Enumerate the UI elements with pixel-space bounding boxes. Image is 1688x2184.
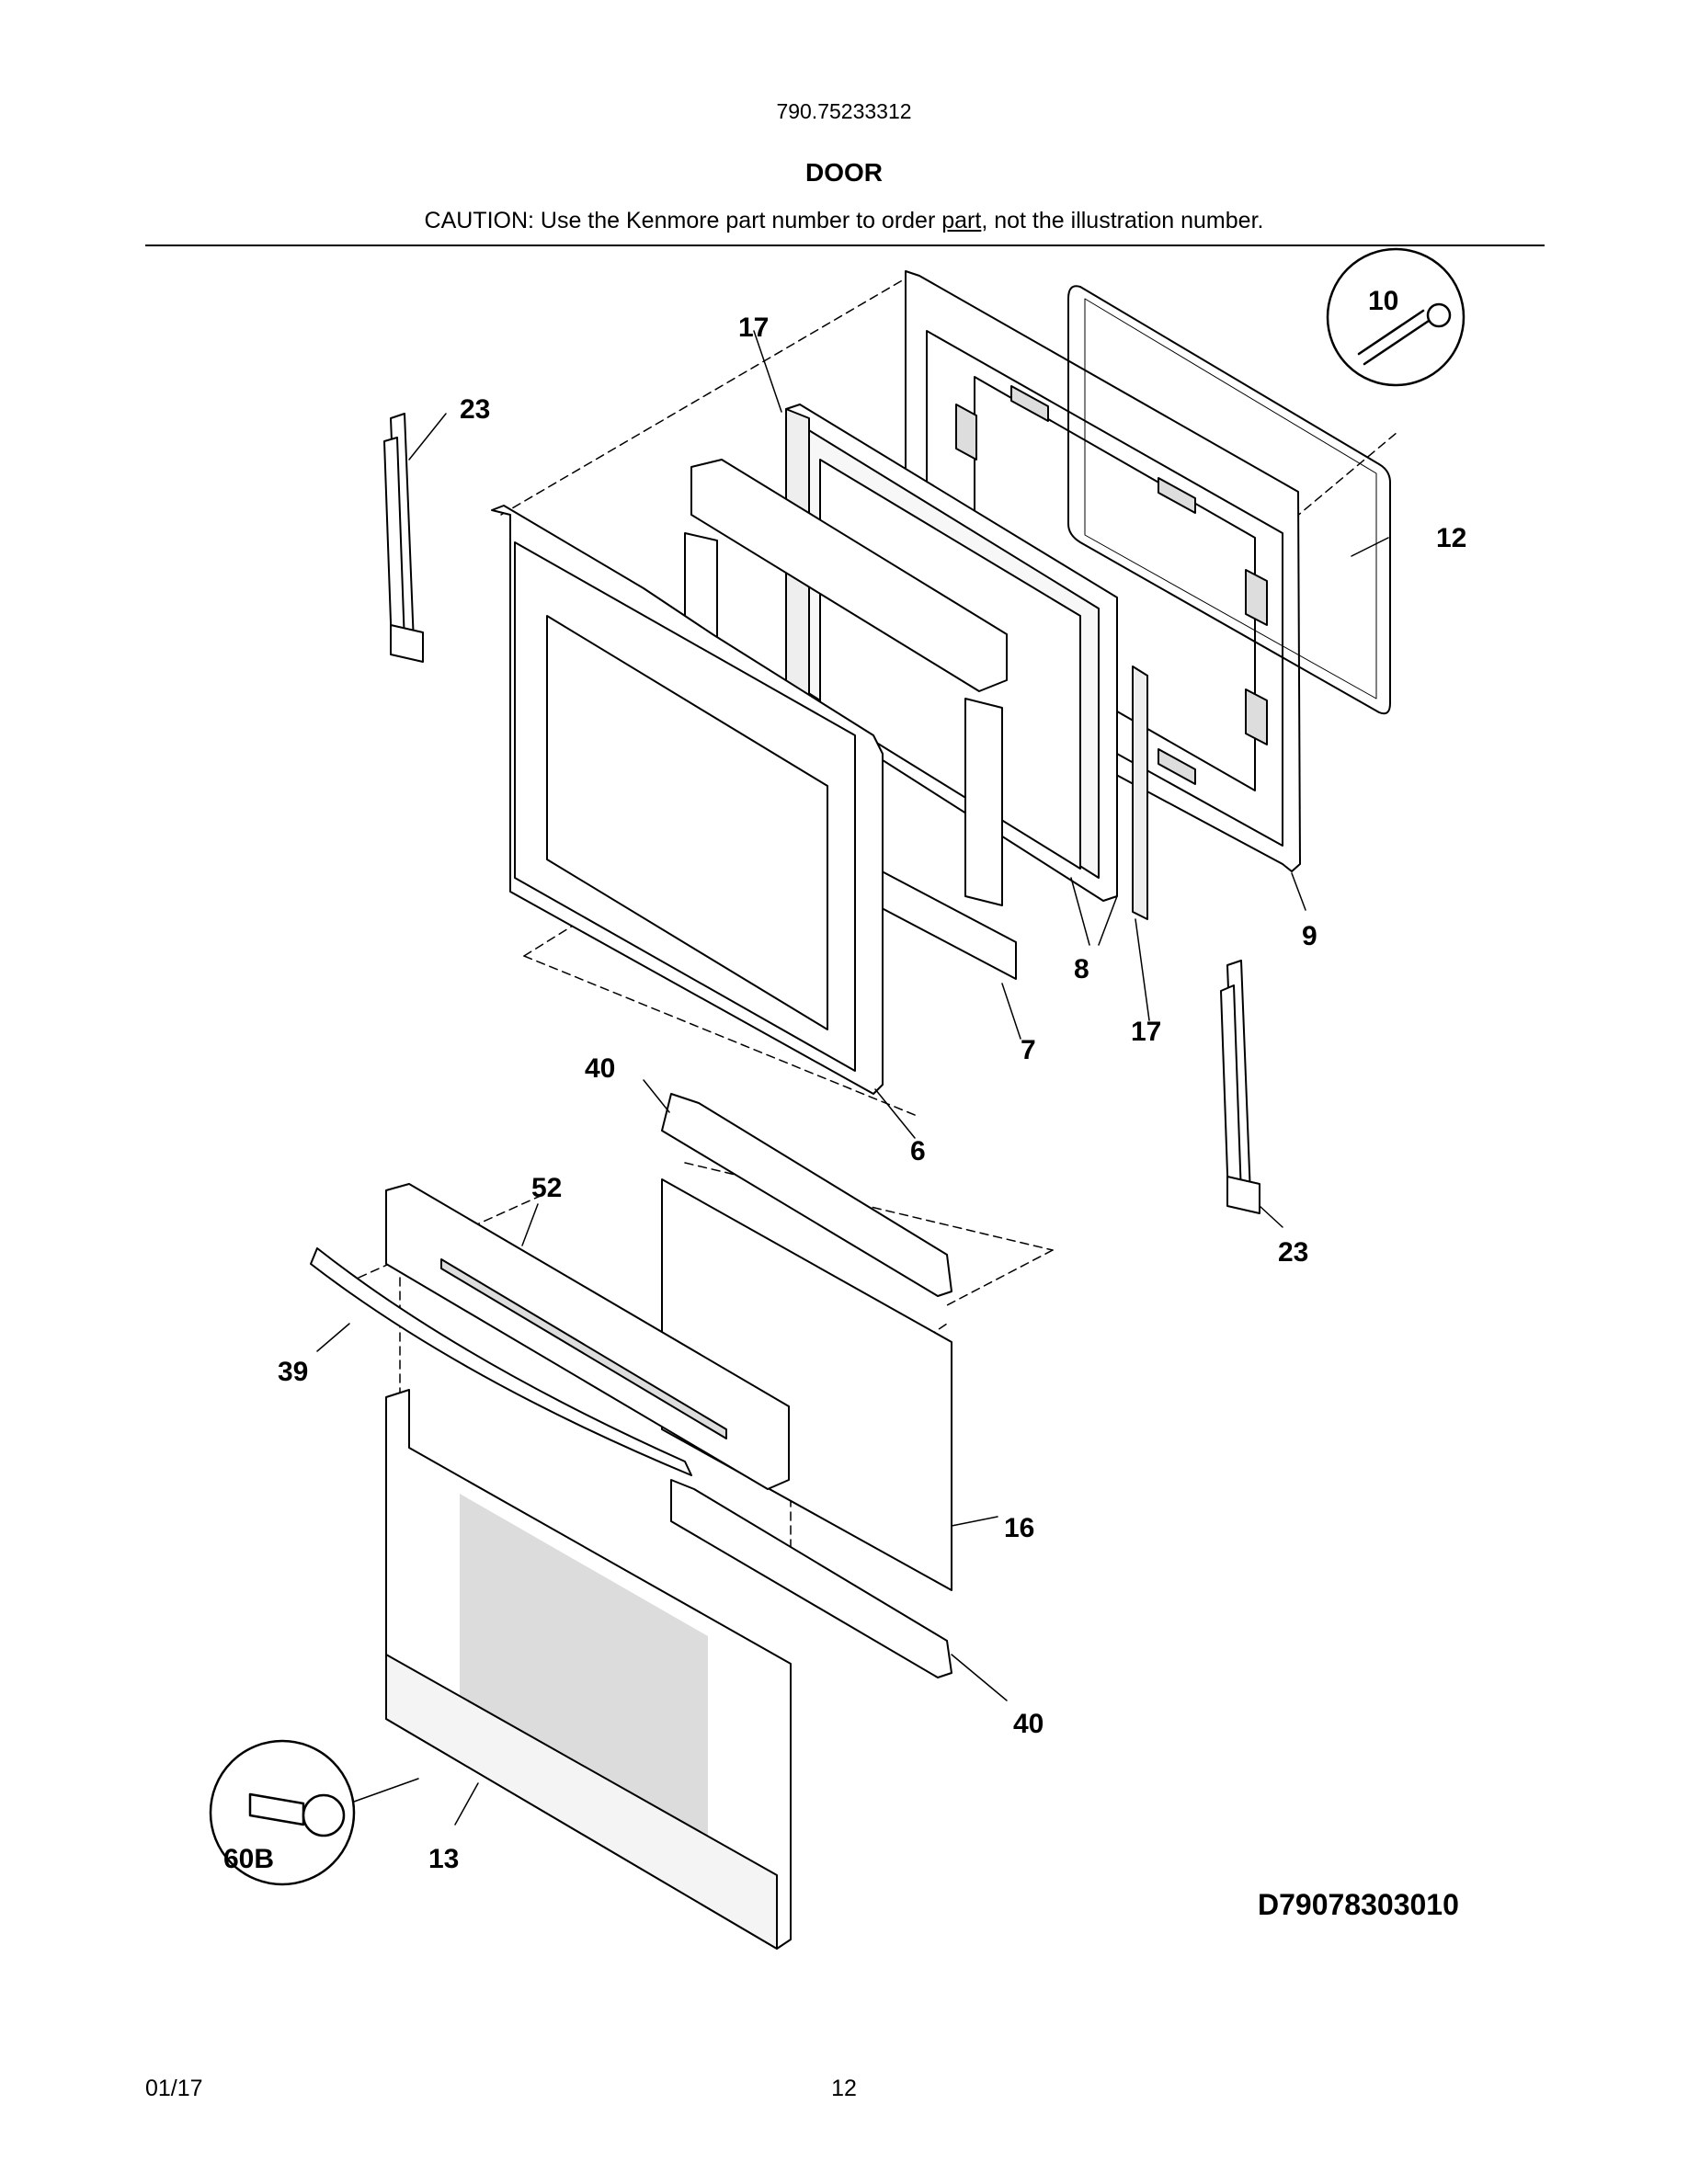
- caution-suffix: , not the illustration number.: [981, 208, 1264, 233]
- screw-10-magnifier: [1326, 247, 1466, 387]
- caution-prefix: CAUTION: Use the Kenmore part number to …: [424, 208, 942, 233]
- callout-39: 39: [278, 1357, 308, 1387]
- callout-16: 16: [1004, 1513, 1034, 1543]
- caution-note: CAUTION: Use the Kenmore part number to …: [0, 208, 1688, 234]
- caution-part-link: part: [941, 208, 982, 233]
- bracket-upper: [661, 1093, 952, 1297]
- callout-8: 8: [1074, 954, 1089, 984]
- callout-23-right: 23: [1278, 1237, 1308, 1268]
- callout-13: 13: [428, 1844, 459, 1874]
- inner-door-liner: [905, 270, 1301, 872]
- hinge-left: [383, 413, 424, 663]
- callout-10: 10: [1368, 286, 1398, 316]
- header-rule: [145, 245, 1545, 246]
- door-handle: [310, 1247, 692, 1476]
- callout-40-lower: 40: [1013, 1709, 1044, 1739]
- footer-date: 01/17: [145, 2076, 203, 2101]
- model-number: 790.75233312: [776, 99, 912, 123]
- callout-17-top: 17: [738, 313, 769, 343]
- leader-lines: [316, 330, 1389, 1826]
- callout-40-upper: 40: [585, 1053, 615, 1084]
- callout-9: 9: [1302, 921, 1317, 951]
- outer-door-frame: [491, 505, 884, 1095]
- bracket-lower: [670, 1479, 952, 1678]
- door-top-trim: [385, 1183, 790, 1490]
- hinge-right: [1220, 960, 1260, 1214]
- drawing-code: D79078303010: [1258, 1888, 1459, 1921]
- callout-6: 6: [910, 1136, 926, 1166]
- callout-17-bottom: 17: [1131, 1017, 1161, 1047]
- callout-60b: 60B: [223, 1844, 274, 1874]
- outer-door-panel: [385, 1389, 792, 1950]
- screw-60b-magnifier: [209, 1739, 356, 1886]
- callout-7: 7: [1021, 1035, 1036, 1065]
- section-title: DOOR: [805, 158, 883, 187]
- callout-23-left: 23: [460, 394, 490, 425]
- callout-52: 52: [531, 1173, 562, 1203]
- door-gasket: [1067, 285, 1391, 715]
- callout-12: 12: [1436, 523, 1466, 553]
- footer-page-number: 12: [831, 2076, 857, 2101]
